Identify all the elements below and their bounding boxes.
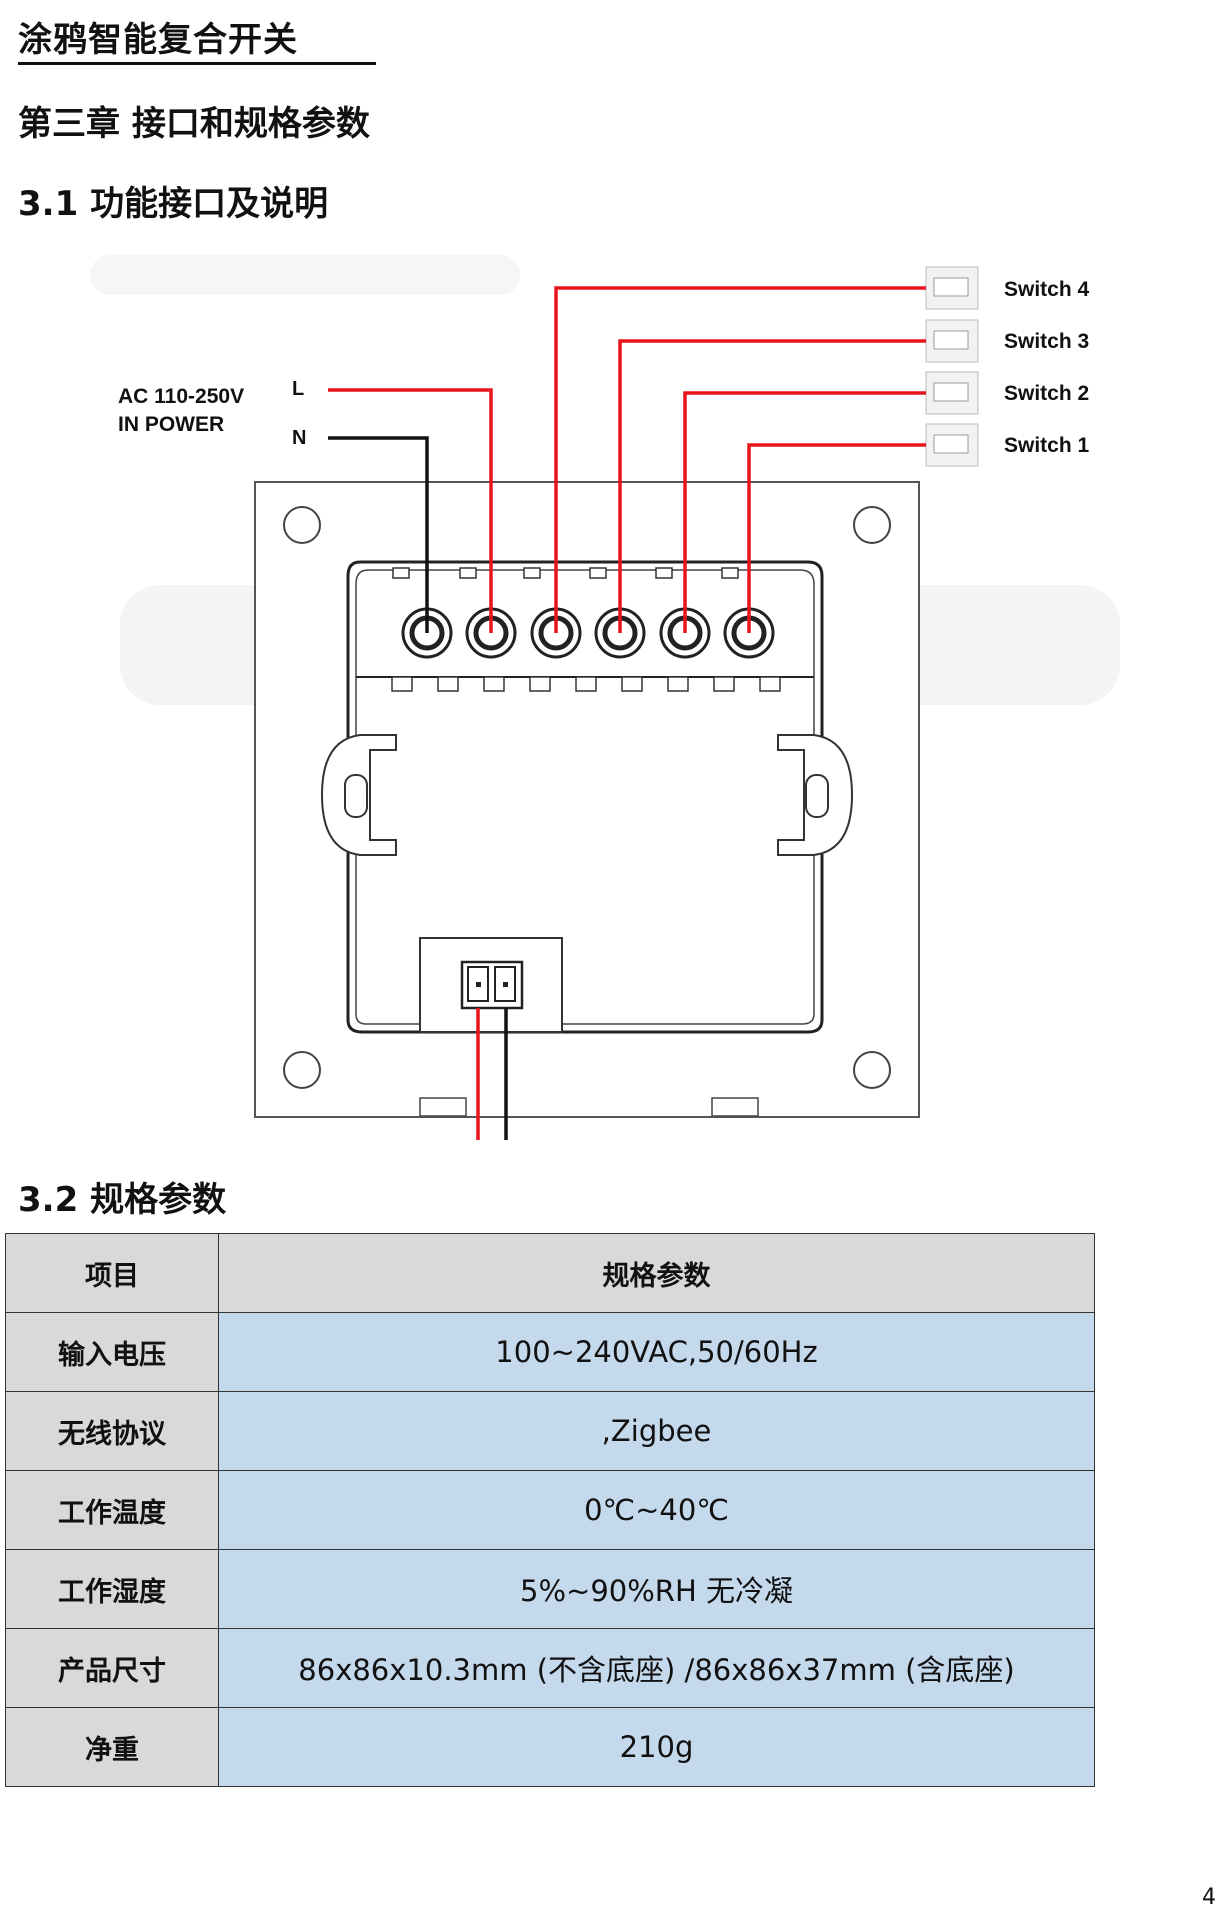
terminal-notches (391, 567, 781, 692)
power-label-line1: AC 110-250V (118, 385, 244, 408)
neutral-wire (328, 436, 429, 633)
row-label: 工作温度 (5, 1470, 219, 1550)
switch-key-3 (925, 319, 979, 363)
row-value: ,Zigbee (218, 1391, 1095, 1471)
screw-hole-tl (283, 506, 321, 544)
terminal-l-label: L (292, 378, 304, 400)
screw-hole-bl (283, 1051, 321, 1089)
switch-key-2 (925, 371, 979, 415)
chapter-heading: 第三章 接口和规格参数 (18, 104, 370, 144)
terminal-n-label: N (292, 427, 306, 449)
section-heading-3-2: 3.2 规格参数 (18, 1180, 227, 1220)
document-title: 涂鸦智能复合开关 (18, 20, 298, 60)
watermark-top (90, 255, 520, 295)
switch-label-4: Switch 4 (1004, 278, 1090, 301)
bottom-tab-left (419, 1097, 467, 1117)
header-spec: 规格参数 (218, 1233, 1095, 1313)
screw-hole-br (853, 1051, 891, 1089)
switch-2-wire (683, 391, 926, 633)
switch-1-wire (747, 443, 926, 633)
live-wire (328, 388, 493, 633)
wiring-diagram: AC 110-250V IN POWER L N Switch 4 Switch… (90, 255, 1120, 1140)
row-value: 0℃~40℃ (218, 1470, 1095, 1550)
row-value: 210g (218, 1707, 1095, 1787)
page-number: 4 (1202, 1885, 1216, 1910)
switch-3-wire (618, 339, 926, 633)
table-row: 产品尺寸 86x86x10.3mm (不含底座) /86x86x37mm (含底… (5, 1628, 1095, 1708)
row-label: 输入电压 (5, 1312, 219, 1392)
row-label: 产品尺寸 (5, 1628, 219, 1708)
switch-label-3: Switch 3 (1004, 330, 1089, 353)
screw-hole-tr (853, 506, 891, 544)
switch-label-1: Switch 1 (1004, 434, 1090, 457)
inner-housing (346, 560, 824, 1034)
spec-table-header-row: 项目 规格参数 (5, 1233, 1095, 1313)
row-label: 工作湿度 (5, 1549, 219, 1629)
row-value: 5%~90%RH 无冷凝 (218, 1549, 1095, 1629)
row-value: 100~240VAC,50/60Hz (218, 1312, 1095, 1392)
section-heading-3-1: 3.1 功能接口及说明 (18, 184, 329, 224)
table-row: 工作湿度 5%~90%RH 无冷凝 (5, 1549, 1095, 1629)
switch-key-1 (925, 423, 979, 467)
table-row: 工作温度 0℃~40℃ (5, 1470, 1095, 1550)
switch-4-wire (554, 286, 926, 633)
bottom-tab-right (711, 1097, 759, 1117)
table-row: 净重 210g (5, 1707, 1095, 1787)
row-label: 无线协议 (5, 1391, 219, 1471)
table-row: 无线协议 ,Zigbee (5, 1391, 1095, 1471)
title-underline (18, 62, 376, 65)
power-label-line2: IN POWER (118, 413, 224, 436)
table-row: 输入电压 100~240VAC,50/60Hz (5, 1312, 1095, 1392)
spec-table: 项目 规格参数 输入电压 100~240VAC,50/60Hz 无线协议 ,Zi… (5, 1233, 1095, 1787)
row-value: 86x86x10.3mm (不含底座) /86x86x37mm (含底座) (218, 1628, 1095, 1708)
header-item: 项目 (5, 1233, 219, 1313)
switch-label-2: Switch 2 (1004, 382, 1089, 405)
switch-key-4 (925, 266, 979, 310)
row-label: 净重 (5, 1707, 219, 1787)
